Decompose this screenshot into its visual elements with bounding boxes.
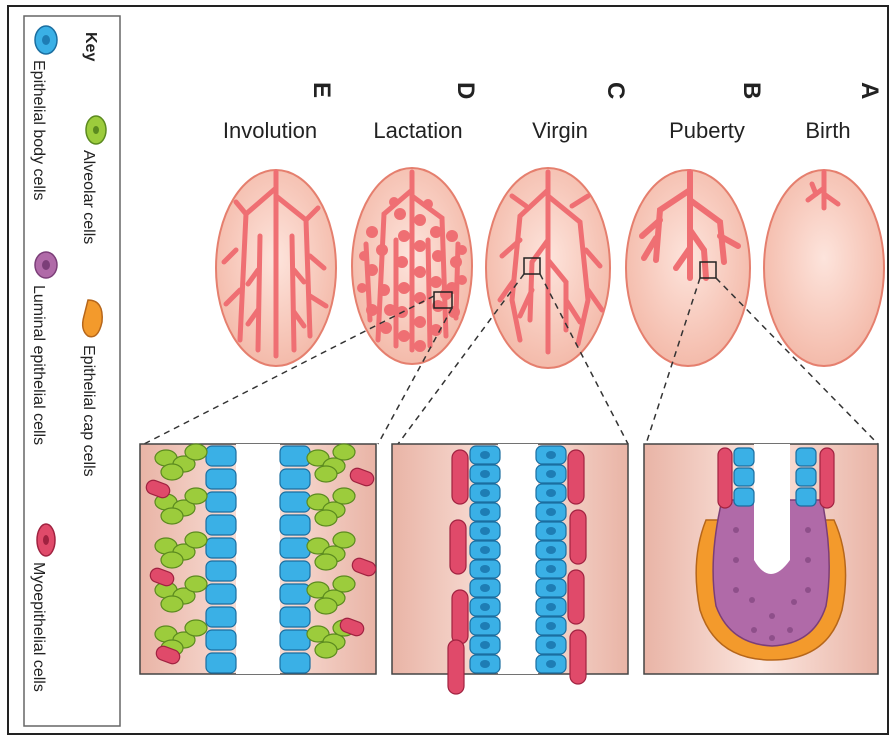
cell-nucleus (480, 489, 490, 497)
gland-lactation (352, 168, 472, 364)
panel-lactation (140, 444, 378, 674)
cell-nucleus (480, 527, 490, 535)
cell-nucleus (480, 584, 490, 592)
key-box: Key Epithelial body cells Alveolar cells… (24, 16, 120, 726)
cell-nucleus (480, 508, 490, 516)
alveolar-cell (333, 488, 355, 504)
alveolar-cell (185, 444, 207, 460)
cell-nucleus (546, 489, 556, 497)
stage-name-birth: Birth (805, 118, 850, 143)
epithelial-body-cell (280, 584, 310, 604)
stage-name-virgin: Virgin (532, 118, 588, 143)
epithelial-body-cell (280, 538, 310, 558)
epithelial-body-cell (280, 492, 310, 512)
alveolar-cell (333, 532, 355, 548)
cell-nucleus (546, 641, 556, 649)
cell-nucleus (546, 451, 556, 459)
alveolar-cell (333, 576, 355, 592)
myoepithelial-cell (450, 520, 466, 574)
alveolar-cell (185, 532, 207, 548)
epithelial-body-cell (206, 607, 236, 627)
alveolar-cell (315, 466, 337, 482)
cell-nucleus (546, 527, 556, 535)
key-label-epithelial-body: Epithelial body cells (30, 60, 47, 201)
stage-name-lactation: Lactation (373, 118, 462, 143)
alveolar-cell (185, 488, 207, 504)
epithelial-body-cell (280, 515, 310, 535)
alveolar-cell (161, 464, 183, 480)
epithelial-body-cell (206, 469, 236, 489)
alveolar-cell (161, 596, 183, 612)
epithelial-body-cell (206, 515, 236, 535)
alveolar-cell (185, 576, 207, 592)
cell-nucleus (546, 603, 556, 611)
myoepithelial-cell (568, 450, 584, 504)
stage-letter-d: D (452, 82, 479, 99)
epithelial-body-cell (206, 538, 236, 558)
alveolar-cell (161, 552, 183, 568)
epithelial-body-cell (280, 469, 310, 489)
gland-puberty (626, 170, 750, 366)
alveolar-cell (315, 598, 337, 614)
cell-nucleus (546, 622, 556, 630)
cell-nucleus (546, 546, 556, 554)
key-title: Key (82, 32, 99, 61)
myoepithelial-cell (570, 510, 586, 564)
epithelial-body-cell (206, 561, 236, 581)
cell-nucleus (480, 470, 490, 478)
cell-nucleus (546, 565, 556, 573)
epithelial-body-cell (280, 446, 310, 466)
key-label-alveolar: Alveolar cells (80, 150, 97, 244)
key-label-myoepithelial: Myoepithelial cells (30, 562, 47, 692)
panel-puberty (644, 444, 878, 674)
epithelial-body-cell (206, 446, 236, 466)
gland-involution (216, 170, 336, 366)
alveolar-cell (161, 508, 183, 524)
myoepithelial-cell (452, 590, 468, 644)
gland-virgin (486, 168, 610, 368)
myoepithelial-cell (568, 570, 584, 624)
cell-nucleus (546, 584, 556, 592)
epithelial-body-cell (280, 607, 310, 627)
stage-letter-b: B (738, 82, 765, 99)
myoepithelial-cell (448, 640, 464, 694)
panel-virgin (392, 444, 628, 694)
stage-name-involution: Involution (223, 118, 317, 143)
key-label-epithelial-cap: Epithelial cap cells (80, 345, 97, 477)
cell-nucleus (480, 565, 490, 573)
cell-nucleus (480, 546, 490, 554)
stage-letter-c: C (602, 82, 629, 99)
epithelial-body-cell (206, 492, 236, 512)
alveolar-cell (315, 554, 337, 570)
cell-nucleus (546, 508, 556, 516)
alveolar-cell (315, 642, 337, 658)
epithelial-body-cell (206, 584, 236, 604)
epithelial-body-cell (280, 561, 310, 581)
cell-nucleus (480, 451, 490, 459)
alveolar-cell (315, 510, 337, 526)
key-label-luminal-epithelial: Luminal epithelial cells (30, 285, 47, 445)
cell-nucleus (480, 660, 490, 668)
cell-nucleus (480, 603, 490, 611)
cell-nucleus (480, 622, 490, 630)
stage-letter-e: E (308, 82, 335, 98)
epithelial-body-cell (280, 653, 310, 673)
cell-nucleus (546, 470, 556, 478)
myoepithelial-cell (452, 450, 468, 504)
alveolar-cell (333, 444, 355, 460)
cell-nucleus (480, 641, 490, 649)
myoepithelial-cell (570, 630, 586, 684)
alveolar-cell (185, 620, 207, 636)
epithelial-body-cell (280, 630, 310, 650)
cell-nucleus (546, 660, 556, 668)
stage-name-puberty: Puberty (669, 118, 745, 143)
epithelial-body-cell (206, 630, 236, 650)
stage-letter-a: A (856, 82, 883, 99)
epithelial-body-cell (206, 653, 236, 673)
gland-birth (764, 170, 884, 366)
